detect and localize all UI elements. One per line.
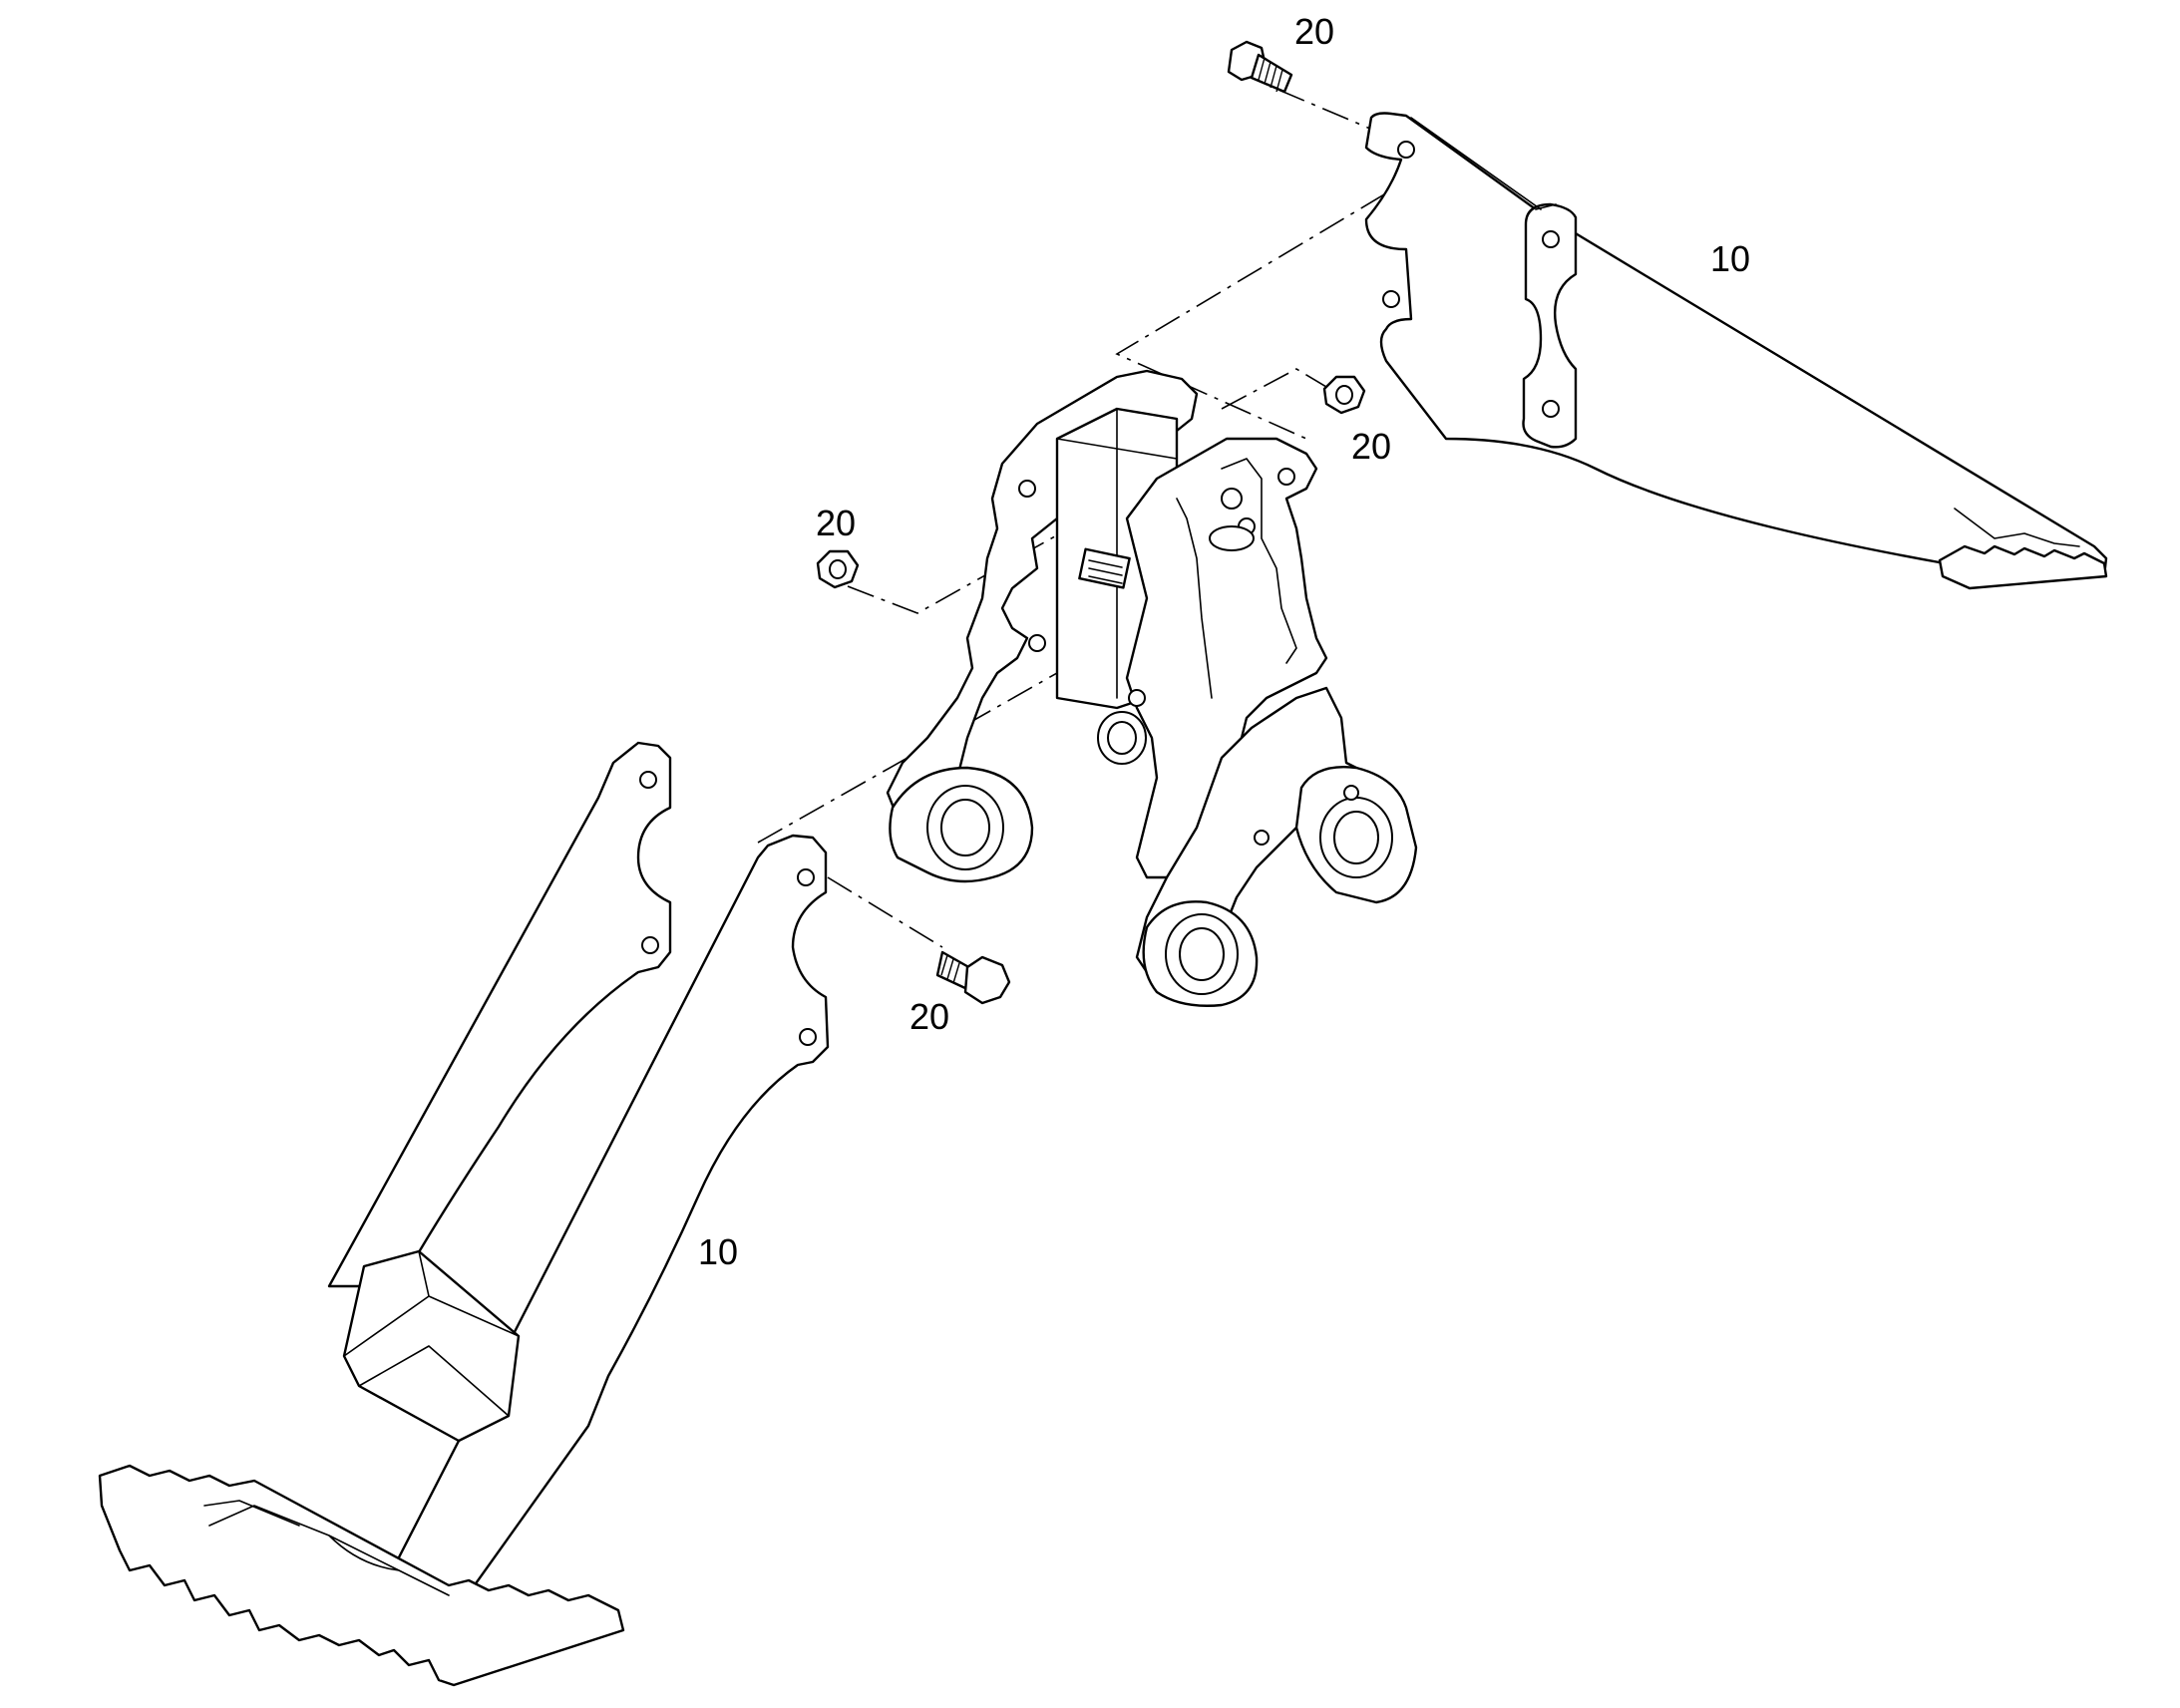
lower-arm-part — [98, 741, 830, 1687]
callout-nut-left: 20 — [816, 503, 856, 543]
assembly-line-lower-arm — [757, 587, 1208, 844]
bolt-top — [1227, 40, 1293, 94]
center-frame-part — [886, 369, 1418, 1007]
callout-arm-top: 10 — [1710, 238, 1750, 279]
callout-nut-right: 20 — [1351, 426, 1391, 467]
nut-right — [1322, 375, 1366, 415]
assembly-line-left-nut — [847, 517, 1088, 614]
assembly-line-bottom-bolt — [827, 876, 943, 948]
nut-left — [816, 549, 860, 589]
bolt-bottom — [935, 950, 1011, 1005]
upper-arm-part — [1364, 112, 2108, 590]
callout-arm-bottom: 10 — [698, 1231, 738, 1272]
callout-labels: 20 10 20 20 20 10 — [698, 11, 1750, 1272]
callout-bolt-bottom: 20 — [909, 996, 949, 1037]
assembly-line-top-arm — [1115, 169, 1427, 440]
callout-bolt-top: 20 — [1294, 11, 1334, 52]
